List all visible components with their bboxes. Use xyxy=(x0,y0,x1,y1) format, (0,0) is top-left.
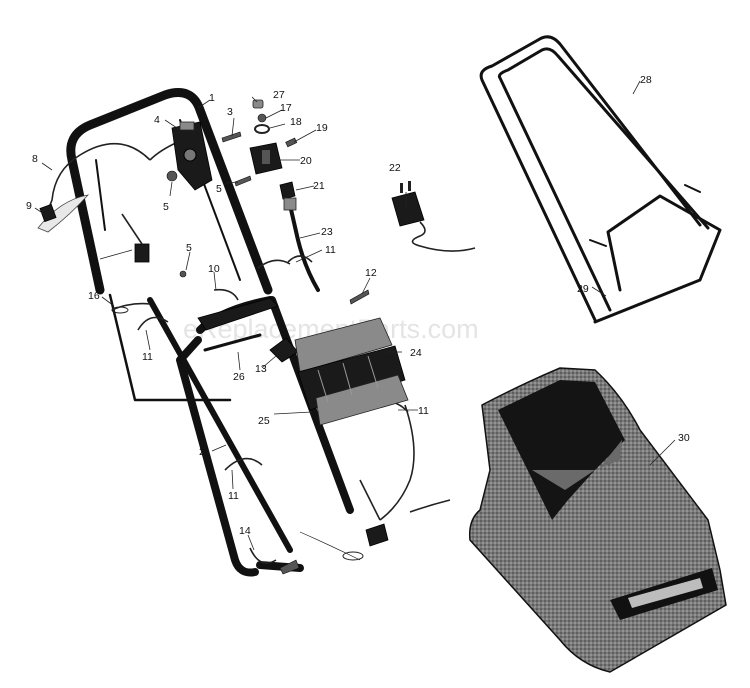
callout-2: 2 xyxy=(199,446,205,458)
callout-19: 19 xyxy=(316,122,328,134)
callout-29: 29 xyxy=(577,283,589,295)
callout-9: 9 xyxy=(26,200,32,212)
callout-25: 25 xyxy=(258,415,270,427)
callout-24: 24 xyxy=(410,347,422,359)
callout-4: 4 xyxy=(154,114,160,126)
callout-18: 18 xyxy=(290,116,302,128)
leader-lines xyxy=(34,80,676,551)
callout-27: 27 xyxy=(273,89,285,101)
cable-end-9 xyxy=(37,194,90,233)
callout-17: 17 xyxy=(280,102,292,114)
callout-26: 26 xyxy=(233,371,245,383)
switch-box xyxy=(171,121,213,191)
bag-frame xyxy=(479,35,722,324)
wire-harness xyxy=(299,404,451,561)
callout-22: 22 xyxy=(389,162,401,174)
grass-bag xyxy=(468,367,727,673)
callout-5a: 5 xyxy=(163,201,169,213)
callout-12: 12 xyxy=(365,267,377,279)
callout-13: 13 xyxy=(255,363,267,375)
callout-20: 20 xyxy=(300,155,312,167)
callout-30: 30 xyxy=(678,432,690,444)
clip-14 xyxy=(249,547,300,575)
callout-3: 3 xyxy=(227,106,233,118)
callout-11a: 11 xyxy=(325,244,336,256)
callout-8: 8 xyxy=(32,153,38,165)
callout-21: 21 xyxy=(313,180,325,192)
callout-16: 16 xyxy=(88,290,100,302)
cord-23 xyxy=(283,197,320,292)
bracket-6 xyxy=(121,213,150,263)
callout-11d: 11 xyxy=(228,490,239,502)
misc-clips xyxy=(111,288,370,314)
callouts: 1 2 3 4 5 5 5 6 8 9 10 11 11 11 11 12 13… xyxy=(26,74,690,537)
callout-5b: 5 xyxy=(216,183,222,195)
switch-housing xyxy=(294,317,409,426)
screws xyxy=(166,131,252,278)
callout-11c: 11 xyxy=(418,405,429,417)
callout-28: 28 xyxy=(640,74,652,86)
callout-5c: 5 xyxy=(186,242,192,254)
callout-23: 23 xyxy=(321,226,333,238)
plug-22 xyxy=(391,181,476,252)
callout-14: 14 xyxy=(239,525,251,537)
callout-1: 1 xyxy=(209,92,215,104)
callout-11b: 11 xyxy=(142,351,153,363)
hardware-cluster xyxy=(249,99,298,200)
cross-bar xyxy=(197,297,279,352)
callout-10: 10 xyxy=(208,263,220,275)
upper-handle xyxy=(66,88,273,295)
callout-6: 6 xyxy=(89,254,95,266)
